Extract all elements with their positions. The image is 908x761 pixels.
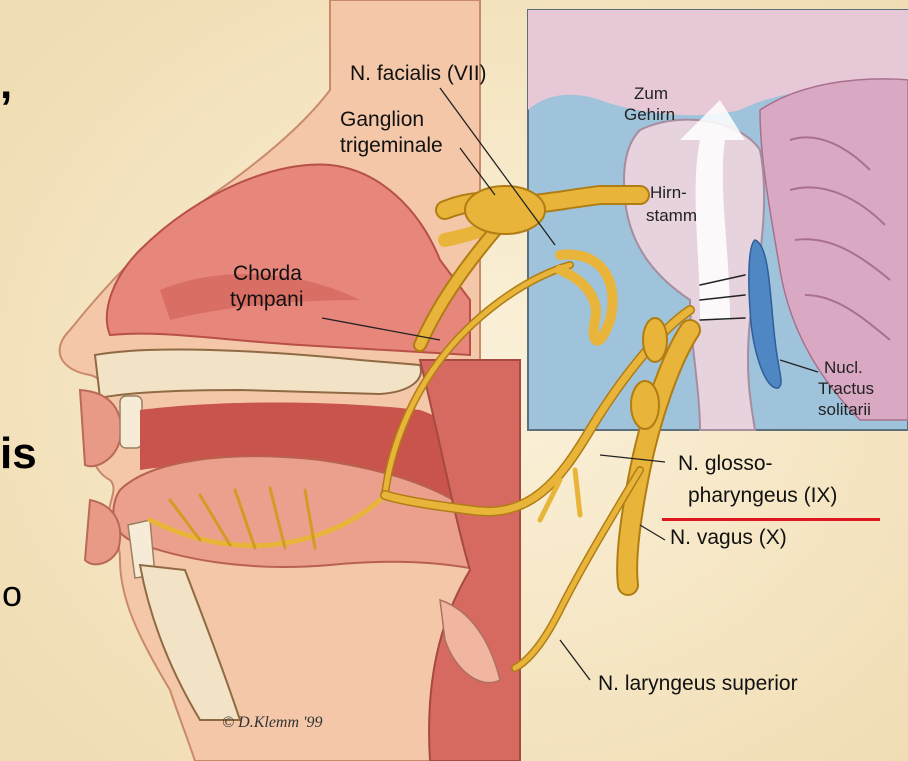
label-glosso-line2: pharyngeus (IX) — [688, 484, 837, 508]
upper-tooth — [120, 396, 142, 448]
slide-fragment-mid: is — [0, 430, 37, 478]
label-glosso-line1: N. glosso- — [678, 452, 773, 476]
label-ganglion-line2: trigeminale — [340, 134, 443, 158]
label-gehirn: Gehirn — [624, 105, 675, 125]
label-n-laryngeus-superior: N. laryngeus superior — [598, 672, 798, 696]
vagal-ganglion-upper — [643, 318, 667, 362]
label-nucl-line1: Nucl. — [824, 358, 863, 378]
label-stamm: stamm — [646, 206, 697, 226]
vagal-ganglion-lower — [631, 381, 659, 429]
label-chorda-line2: tympani — [230, 288, 304, 312]
label-ganglion-line1: Ganglion — [340, 108, 424, 132]
label-zum: Zum — [634, 84, 668, 104]
label-nucl-line3: solitarii — [818, 400, 871, 420]
label-hirn: Hirn- — [650, 183, 687, 203]
label-nucl-line2: Tractus — [818, 379, 874, 399]
label-chorda-line1: Chorda — [233, 262, 302, 286]
highlight-underline — [662, 518, 880, 521]
slide-fragment-low: o — [2, 574, 22, 614]
label-n-facialis: N. facialis (VII) — [350, 62, 487, 86]
slide-fragment-top: , — [0, 60, 12, 108]
label-n-vagus: N. vagus (X) — [670, 526, 787, 550]
trigeminal-ganglion — [465, 186, 545, 234]
copyright-notice: © D.Klemm '99 — [222, 714, 322, 732]
